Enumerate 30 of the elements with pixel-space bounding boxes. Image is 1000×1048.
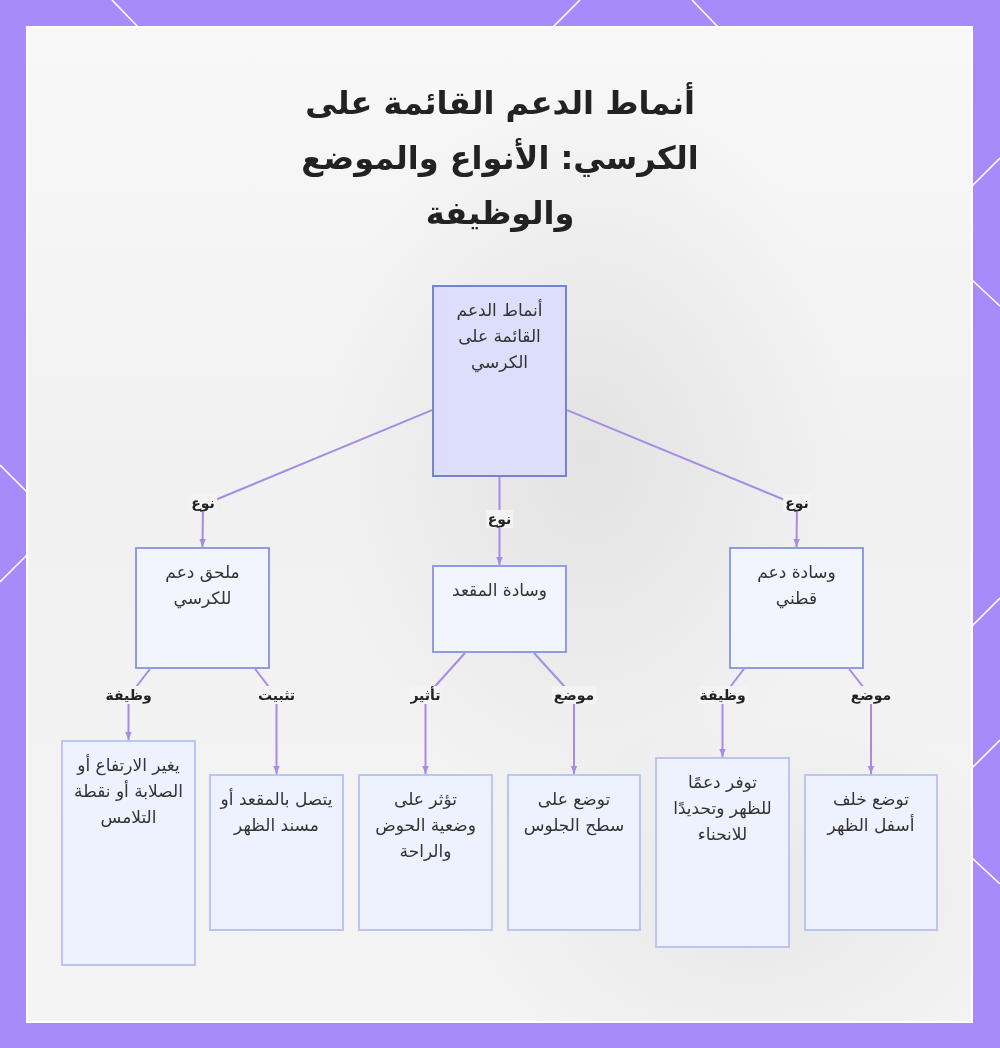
edge-label: نوع: [485, 510, 514, 528]
node-text: وسادة دعم قطني: [756, 561, 837, 611]
edge-label: موضع: [848, 686, 894, 704]
edge-label: تأثير: [408, 686, 443, 704]
description-box: [61, 740, 196, 966]
node-text: وسادة المقعد: [451, 579, 548, 602]
description-box: [507, 774, 641, 931]
description-box: [655, 757, 790, 948]
node-text: يغير الارتفاع أو الصلابة أو نقطة التلامس: [73, 753, 184, 829]
category-box: [729, 547, 864, 669]
arrow: [199, 409, 433, 548]
node-text: أنماط الدعم القائمة على الكرسي: [455, 298, 544, 375]
node-text: توضع خلف أسفل الظهر: [825, 788, 916, 838]
edge-label: موضع: [551, 686, 597, 704]
node-text: يتصل بالمقعد أو مسند الظهر: [220, 787, 333, 838]
description-box: [209, 774, 344, 931]
edge-label: وظيفة: [103, 686, 154, 704]
node-text: تؤثر على وضعية الحوض والراحة: [374, 788, 477, 863]
arrow: [566, 409, 800, 548]
node-text: توفر دعمًا للظهر وتحديدًا للانحناء: [672, 771, 773, 846]
node-text: ملحق دعم للكرسي: [164, 561, 241, 611]
edge-label: وظيفة: [697, 686, 748, 704]
node-text: توضع على سطح الجلوس: [522, 788, 626, 838]
category-box: [432, 565, 567, 653]
topic-box: [432, 285, 567, 477]
edge-label: نوع: [783, 494, 811, 512]
description-box: [358, 774, 493, 931]
diagram-title: أنماط الدعم القائمة على الكرسي: الأنواع والموضع والوظيفة: [300, 81, 700, 234]
description-box: [804, 774, 938, 931]
category-box: [135, 547, 270, 669]
